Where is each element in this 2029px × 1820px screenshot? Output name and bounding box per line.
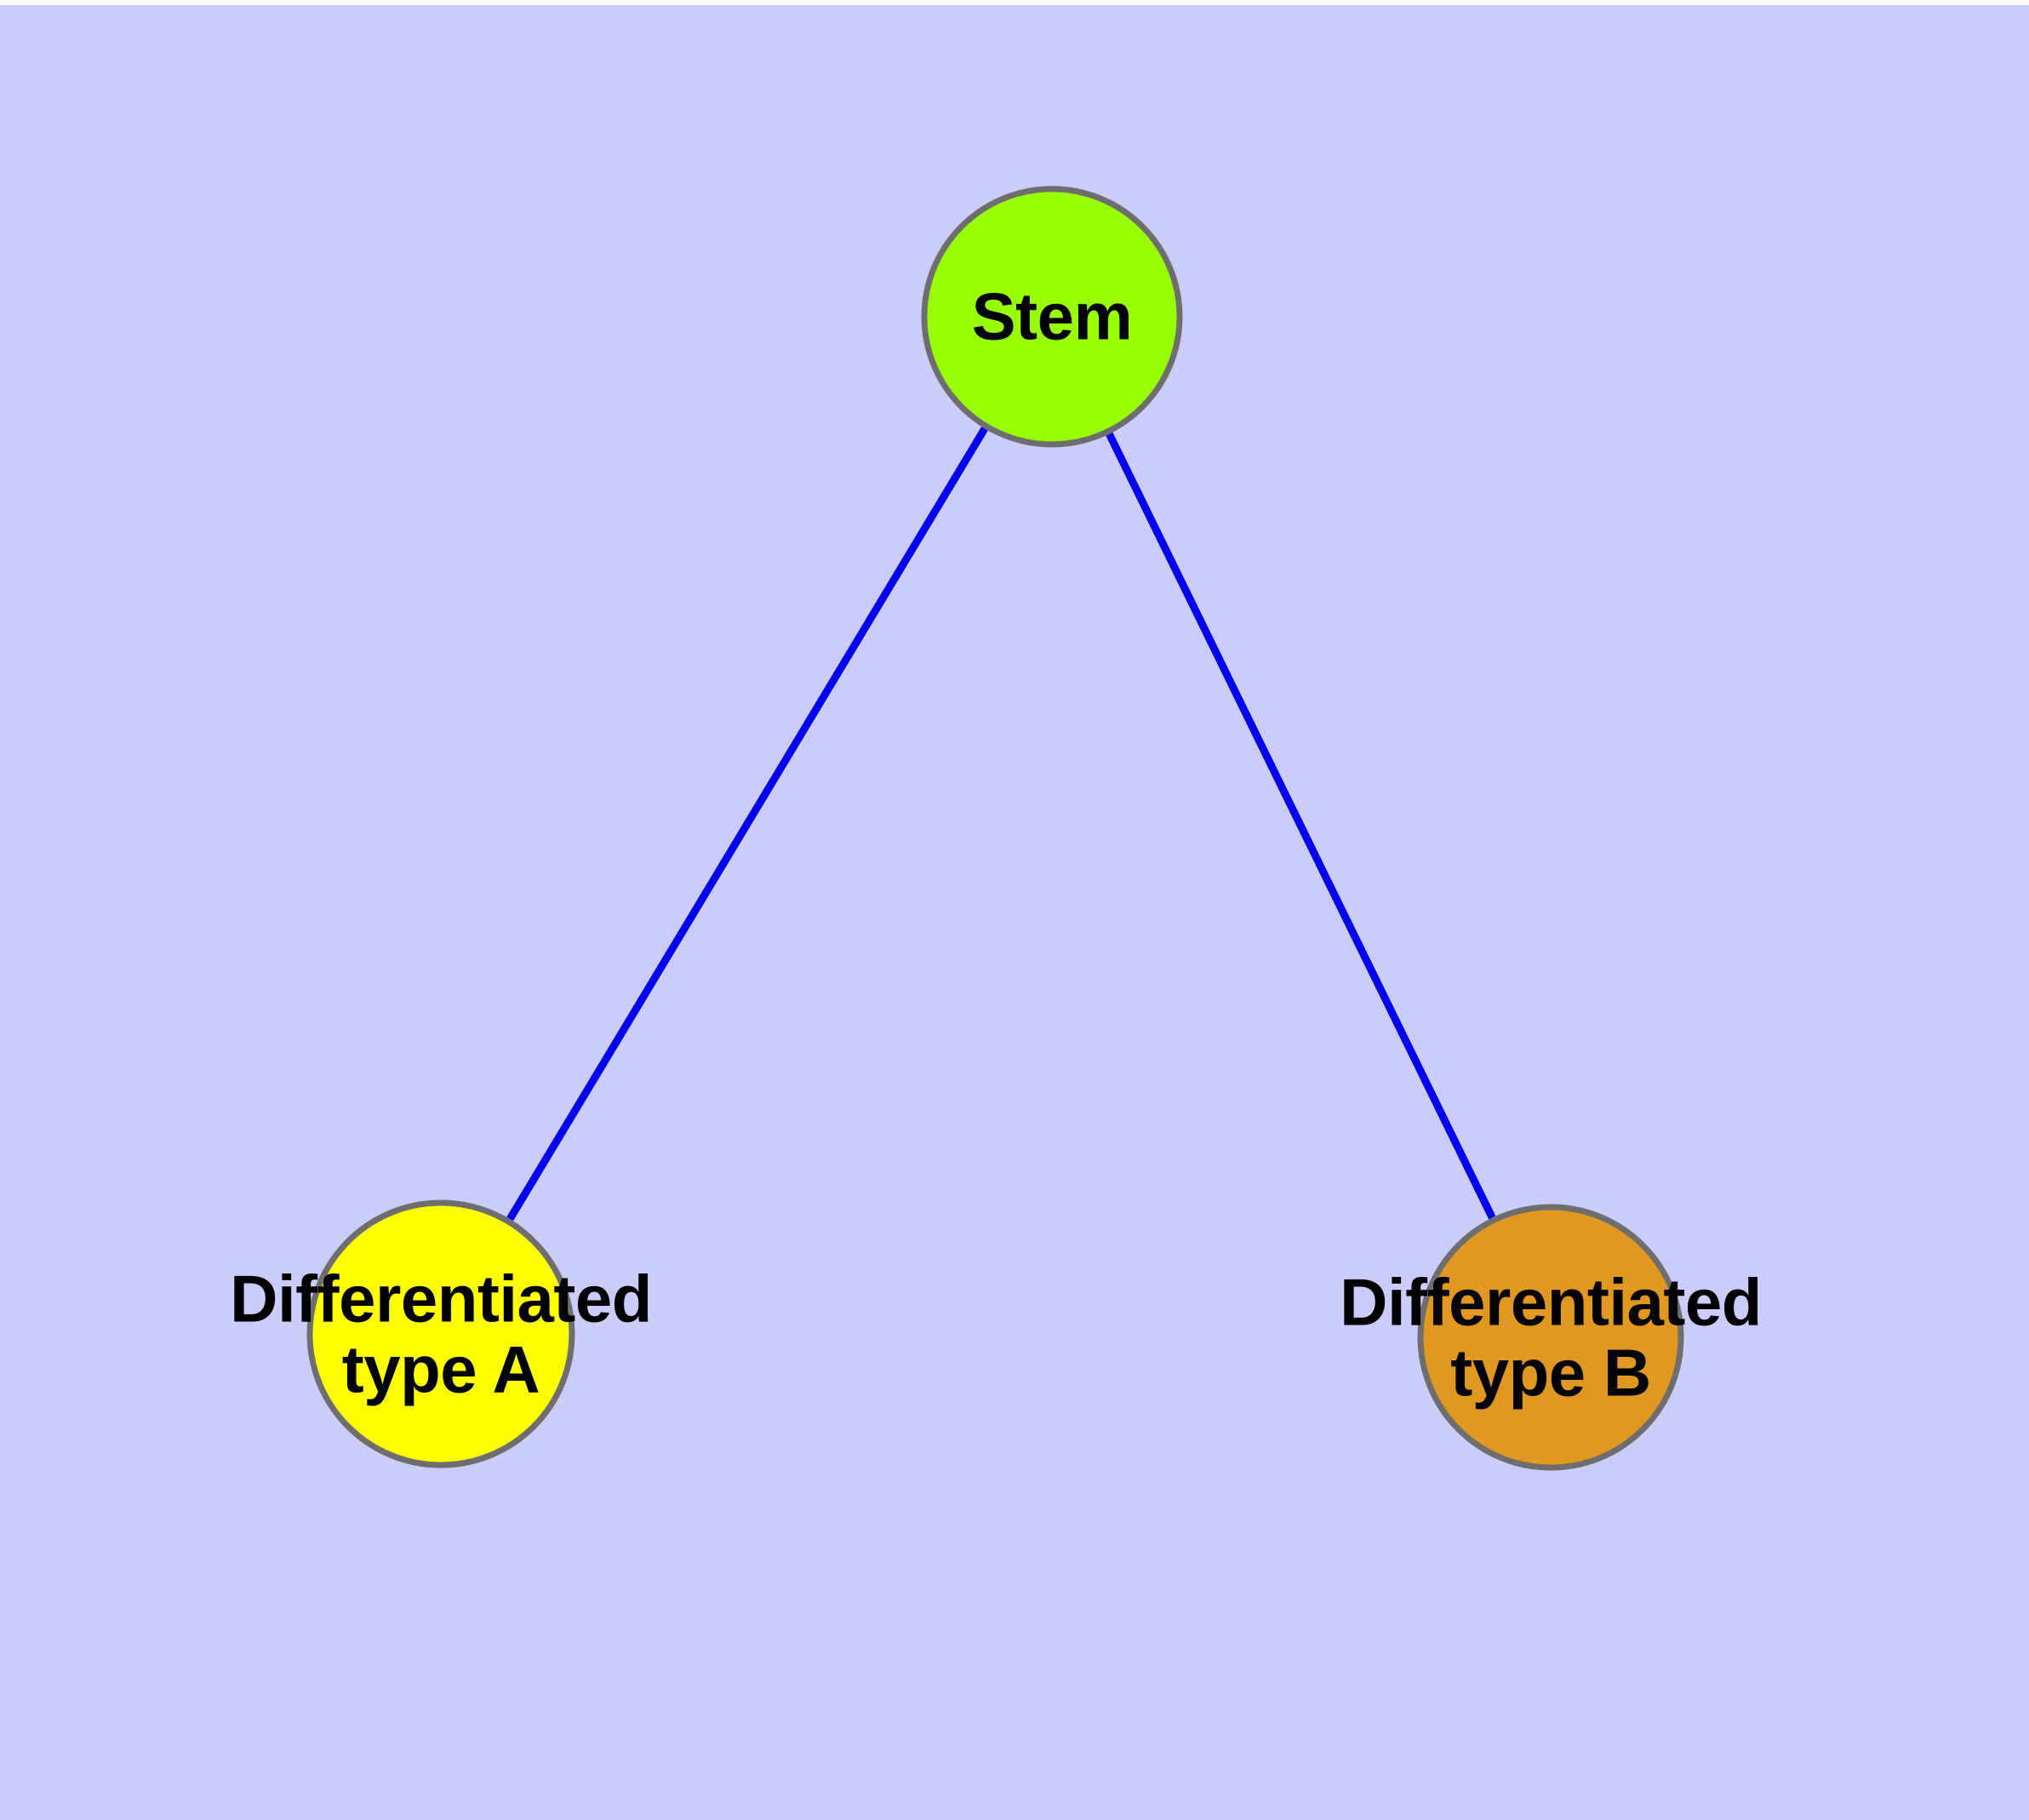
edge-stem-to-diff_a xyxy=(506,426,988,1222)
node-stem[interactable] xyxy=(921,186,1183,448)
node-layer xyxy=(306,186,1684,1471)
edge-layer xyxy=(506,426,1496,1222)
node-diff_b[interactable] xyxy=(1417,1204,1684,1471)
node-diff_a[interactable] xyxy=(306,1199,575,1468)
edge-stem-to-diff_b xyxy=(1106,432,1496,1220)
